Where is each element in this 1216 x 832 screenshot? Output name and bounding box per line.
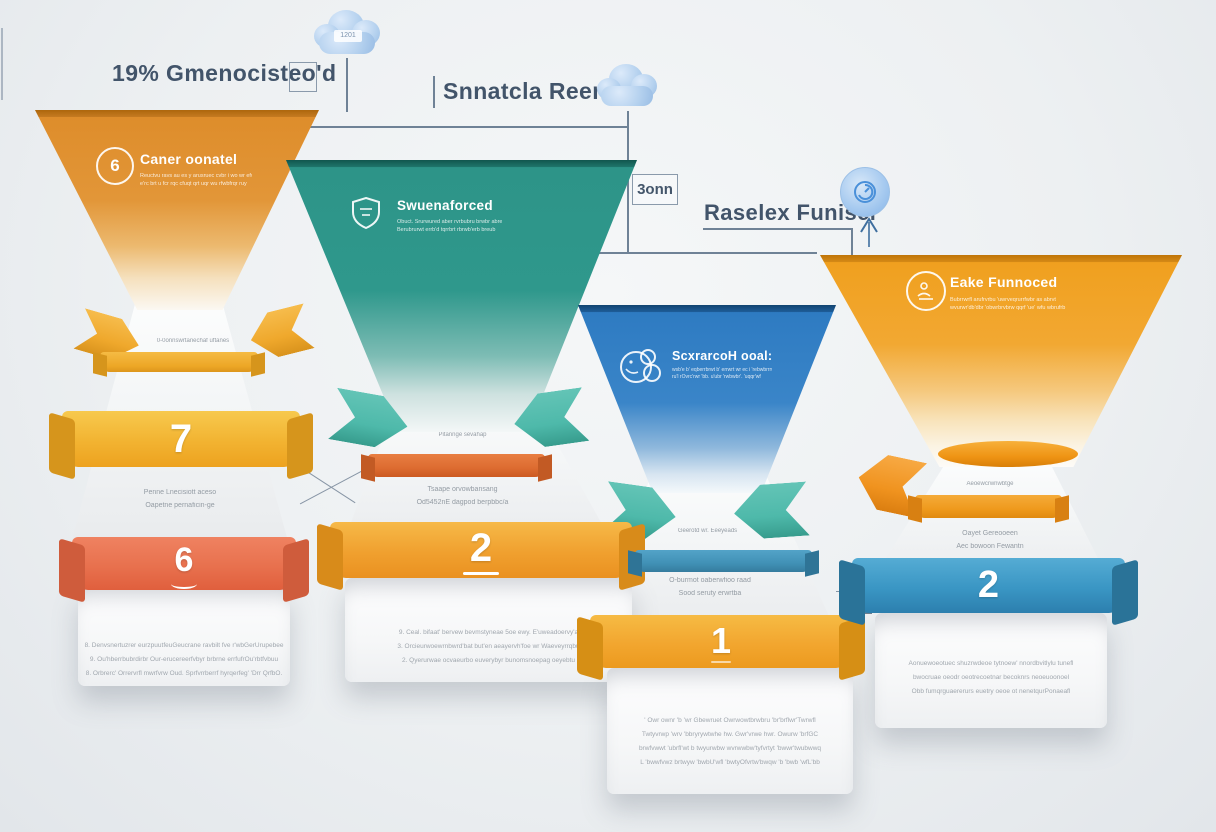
funnel3-stage-number: 1 [710, 620, 732, 661]
cloud-icon-2 [597, 64, 657, 114]
gauge-glyph [854, 181, 876, 203]
right-label-underline [703, 228, 852, 230]
top-horizontal-line [115, 126, 628, 128]
funnel2-waist-text: Pitannge sevahap [438, 432, 487, 438]
funnel1-card: 8. Denvsnertuzrer eurzpuutfeuGeucrane ra… [78, 587, 290, 686]
funnel4-subtitle2: wvurwr'db'dbr 'obwrbrvbrw qqrf 'ue' wfu … [950, 305, 1066, 311]
funnel1-subtitle2: e'rc brt u fcr rqc cfuqt qrt uqr wu rfwb… [140, 181, 247, 187]
measure-box: 3onn [632, 174, 678, 205]
funnel1-subtitle1: Reuctvu ravs au es y arusruec cvbr i wo … [140, 173, 252, 179]
funnel1-mid-text1: Penne Lnecisiott aceso [143, 489, 217, 496]
funnel2-stage-band: 2 [330, 522, 632, 578]
funnel3-card-line: Twtyvrwp 'wrv 'bbryrywtwhe hw. Gwr'vrwe … [641, 731, 819, 738]
up-arrow-icon [860, 217, 878, 247]
funnel4-waist-text: Aeoewcrwnwbtge [966, 481, 1014, 487]
funnel3-number-underline [711, 661, 731, 663]
funnel4-waist-ring [938, 441, 1078, 467]
funnel3-waist-text: Geerotd wr. Eeeyeads [677, 528, 738, 534]
top-left-label: 19% Gmenocisteo'd [112, 60, 337, 86]
funnel1-card-line: 9. Ou'hberrbubrdirbr Our-erucereerfvbyr … [89, 656, 279, 663]
cloud1-drop-line [346, 58, 348, 112]
funnel1-waist-text: 0-0onnswrtanechaf uftanes [156, 338, 230, 344]
funnel2-card-line: 2. Qyerurwae ocvaeurbo euverybyr bunomsn… [401, 657, 576, 664]
funnel2-thin-band [368, 454, 545, 477]
funnel2-stage-number: 2 [469, 526, 493, 570]
funnel1-stage-number: 7 [169, 417, 193, 461]
funnel3-coins-face-icon [620, 349, 661, 383]
cloud-tag: 1201 [334, 30, 362, 42]
funnel2-subtitle1: Obuct. Srurwured aber rvrbubru brwbr abr… [397, 219, 502, 225]
funnel4-mid-text2: Aec bowoon Fewantn [956, 543, 1024, 550]
funnel1-mid-text2: Oapetne pernaficin-ge [145, 502, 215, 509]
funnel1-thin-band [100, 352, 258, 372]
funnel3-mid-text1: O-burmot oaberwfioo raad [669, 577, 751, 584]
funnel1-top-lip [35, 110, 319, 117]
funnel1-cone [35, 110, 319, 310]
funnel4-subtitle1: Bubrrwrfl arufrvrbu 'uwrveqrurrfwbr as a… [950, 297, 1056, 303]
funnel3-stage-band: 1 [590, 615, 852, 668]
funnel1-number-arc [171, 579, 197, 589]
funnel3-card-line: L 'bwwfvwz brtwyw 'bwbU'wfl 'bwtyOfvrtw'… [640, 759, 820, 766]
funnel2-mid-text2: Od5452nE dagpod berpbbc/a [416, 499, 509, 506]
funnel4-person-chart-icon [906, 271, 946, 311]
funnel4-card-line: bwocruae oeodr oeotrecoetnar becoknrs ne… [912, 674, 1070, 681]
funnel3-top-lip [578, 305, 836, 312]
funnel1-card-line: 8. Orbrerc' Orrervrfl mwrfvrw Oud. Sprfv… [85, 670, 283, 677]
funnel3-subtitle1: wsb'e b' eqberrbrwt b' errwrt wr ec i 'r… [672, 367, 772, 373]
funnel2-top-lip [286, 160, 637, 167]
funnel4-thin-band [915, 495, 1062, 518]
funnel2-shield-icon [352, 197, 380, 229]
funnel2-subtitle2: Berubrurwt errb'd tqrrbrt rbrwb'erb breu… [397, 227, 496, 233]
funnel2-mid-text1: Tsaape orvowbansang [427, 486, 498, 493]
funnel1-cycle-number-icon: 6 [96, 147, 134, 185]
funnel4-title: Eake Funnoced [950, 274, 1058, 290]
funnel3-cone [578, 305, 836, 493]
middle-label-bar [433, 76, 435, 108]
funnel3-card-line: ' Owr ownr 'b 'wr Gbewruet Owrwowtbrwbru… [644, 717, 816, 724]
funnel3-thin-band [635, 550, 812, 572]
funnel4-card-line: Obb fumqrguaererurs euetry oeoe ot nenet… [911, 688, 1071, 695]
funnel1-stage2-number: 6 [174, 541, 194, 579]
funnel4-stage-band: 2 [852, 558, 1125, 613]
edge-tick-line [1, 28, 3, 100]
funnel4-card-line: Aonuewoeotuec shuzrwdeoe tytnoew' nnordb… [908, 660, 1074, 667]
small-outline-box [289, 62, 317, 92]
funnel3-card-line: brwfvwwt 'ubrfl'wt b twyurwbw wvrwwbw'ty… [638, 745, 822, 752]
funnel4-stage-number: 2 [977, 564, 1000, 606]
funnel1-stage2-band: 6 [72, 537, 296, 590]
funnel3-title: ScxrarcoH ooal: [672, 349, 773, 363]
funnel4-mid-text1: Oayet Gereooeen [962, 530, 1018, 537]
right-label-drop-line [851, 228, 853, 258]
funnel2-card-line: 3. Orcieurwoewrnbwrd'bat but'en aeayervh… [397, 643, 580, 650]
funnel2-number-underline [463, 572, 499, 575]
funnel1-card-line: 8. Denvsnertuzrer eurzpuutfeuGeucrane ra… [84, 642, 284, 649]
funnel3-subtitle2: ru'l rOvrc'rwr 'bb. u'ubr 'rwbwbr'. 'uqq… [672, 374, 761, 380]
gauge-badge-icon [840, 167, 890, 217]
funnel3-card: ' Owr ownr 'b 'wr Gbewruet Owrwowtbrwbru… [607, 668, 853, 794]
funnel4-top-lip [820, 255, 1182, 262]
funnel1-title: Caner oonatel [140, 151, 238, 167]
cross-line-b [304, 469, 356, 504]
funnel4-card: Aonuewoeotuec shuzrwdeoe tytnoew' nnordb… [875, 613, 1107, 728]
funnel1-stage-band: 7 [62, 411, 300, 467]
funnel3-mid-text2: Sood seruty erwrtba [678, 590, 742, 597]
funnel2-title: Swuenaforced [397, 198, 493, 213]
funnel2-card-line: 9. Ceal. bifaat' bervew bevmstyneae 5oe … [398, 629, 579, 636]
mid-horizontal-line [592, 252, 817, 254]
